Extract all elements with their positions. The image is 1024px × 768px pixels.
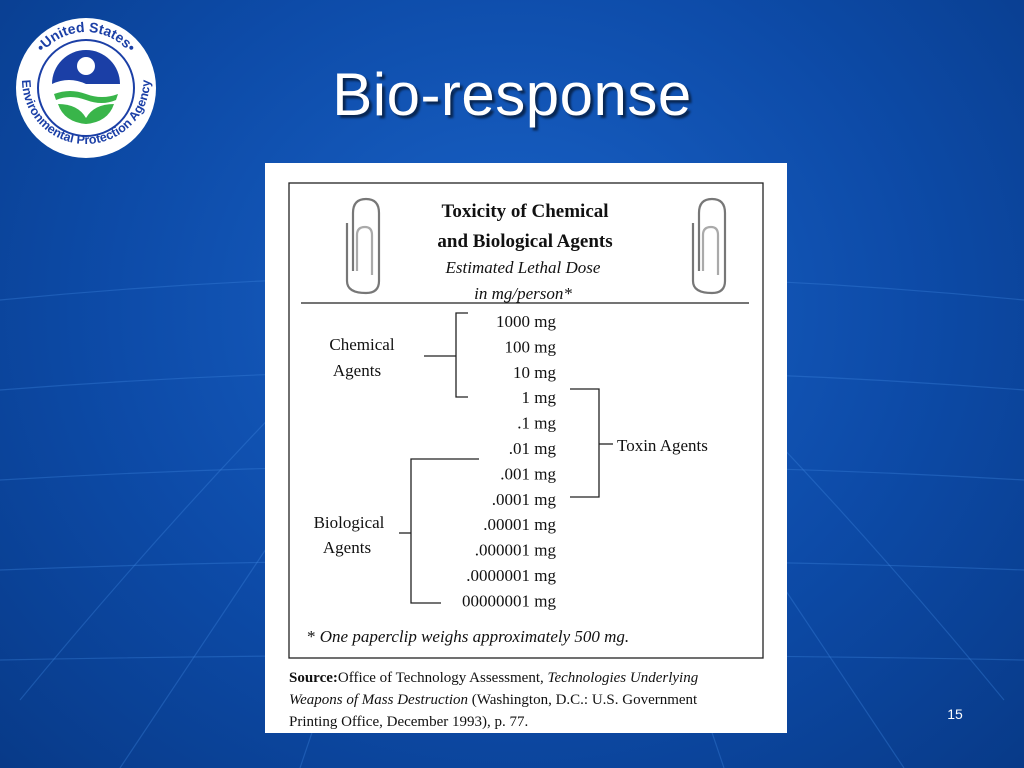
page-number: 15 [947,706,963,722]
figure-frame [288,182,764,659]
source-line1: Source:Office of Technology Assessment, … [289,670,699,686]
biological-label-line1: Biological [314,513,385,532]
source-line3: Printing Office, December 1993), p. 77. [289,714,528,730]
figure-title-line2: and Biological Agents [437,231,612,252]
slide-title: Bio-response [332,61,692,128]
dose-value: 100 mg [505,337,557,356]
toxin-bracket [570,388,613,498]
biological-bracket [399,458,479,604]
paperclip-icon-right [691,197,727,295]
figure-subtitle-line1: Estimated Lethal Dose [445,258,601,277]
dose-value: .000001 mg [475,541,557,560]
dose-value: 1 mg [522,388,557,407]
toxin-label: Toxin Agents [617,436,708,455]
dose-scale: 1000 mg 100 mg 10 mg 1 mg .1 mg .01 mg .001 mg… [462,312,556,610]
toxicity-figure: Toxicity of Chemical and Biological Agen… [265,163,787,733]
chemical-label-line2: Agents [333,361,381,380]
dose-value: 00000001 mg [462,591,556,610]
dose-value: .0001 mg [492,490,557,509]
chemical-bracket [424,312,468,398]
biological-label-line2: Agents [323,538,371,557]
figure-subtitle-line2: in mg/person* [474,284,572,303]
dose-value: 1000 mg [496,312,556,331]
footnote: * One paperclip weighs approximately 500… [307,627,629,646]
dose-value: .001 mg [500,464,556,483]
source-line2: Weapons of Mass Destruction (Washington,… [289,692,698,708]
toxicity-diagram: Toxicity of Chemical and Biological Agen… [288,182,764,730]
dose-value: .01 mg [509,439,557,458]
dose-value: .1 mg [517,414,556,433]
epa-logo: •United States• Environmental Protection… [16,18,156,158]
chemical-label-line1: Chemical [329,335,394,354]
paperclip-icon-left [345,197,381,295]
figure-title-line1: Toxicity of Chemical [441,201,608,222]
dose-value: .00001 mg [483,515,556,534]
dose-value: 10 mg [513,363,556,382]
dose-value: .0000001 mg [466,566,556,585]
